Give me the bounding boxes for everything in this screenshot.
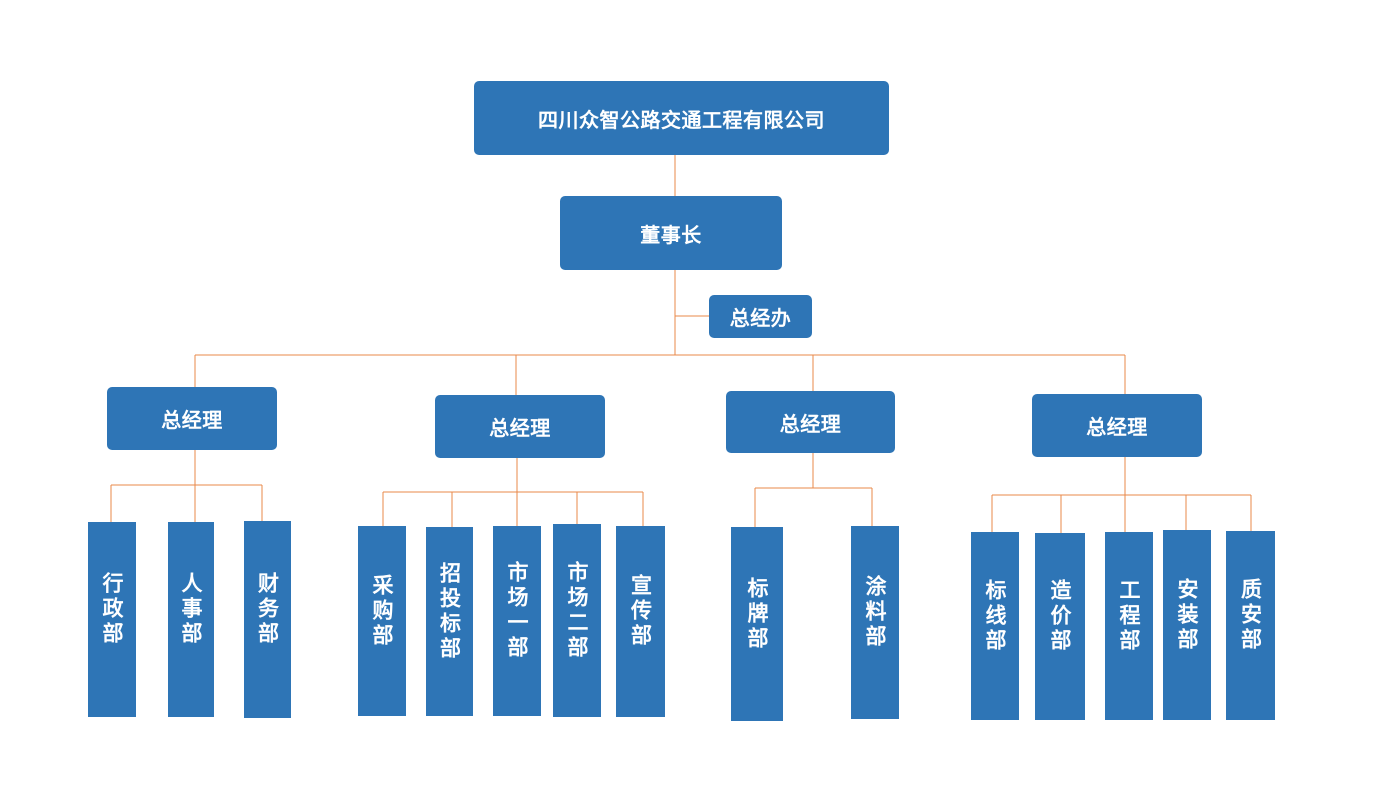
department-label: 采购部 — [370, 573, 394, 649]
department-label: 标线部 — [983, 578, 1007, 654]
chairman-box: 董事长 — [560, 196, 782, 270]
department-label: 人事部 — [179, 572, 203, 647]
department-label: 招投标部 — [437, 561, 462, 662]
manager-box-3: 总经理 — [726, 391, 895, 453]
department-label: 市场二部 — [565, 560, 589, 661]
department-box: 标线部 — [971, 532, 1019, 720]
department-label: 财务部 — [255, 572, 280, 647]
department-box: 安装部 — [1163, 530, 1211, 720]
department-box: 宣传部 — [616, 526, 665, 717]
department-box: 质安部 — [1226, 531, 1275, 720]
department-label: 标牌部 — [745, 576, 769, 652]
department-box: 人事部 — [168, 522, 214, 717]
department-label: 安装部 — [1175, 577, 1199, 653]
company-box: 四川众智公路交通工程有限公司 — [474, 81, 889, 155]
department-box: 工程部 — [1105, 532, 1153, 720]
department-box: 市场二部 — [553, 524, 601, 717]
office-label: 总经办 — [729, 306, 792, 330]
manager-label: 总经理 — [161, 408, 223, 432]
department-box: 财务部 — [244, 521, 291, 718]
department-label: 行政部 — [100, 572, 124, 647]
manager-label: 总经理 — [1086, 415, 1148, 439]
manager-box-4: 总经理 — [1032, 394, 1202, 457]
department-box: 采购部 — [358, 526, 406, 716]
department-box: 涂料部 — [851, 526, 899, 719]
department-label: 造价部 — [1048, 579, 1072, 654]
chairman-label: 董事长 — [640, 222, 702, 247]
department-label: 宣传部 — [628, 574, 653, 649]
department-box: 造价部 — [1035, 533, 1085, 720]
manager-box-1: 总经理 — [107, 387, 277, 450]
company-name: 四川众智公路交通工程有限公司 — [538, 107, 825, 132]
department-label: 质安部 — [1238, 578, 1263, 653]
department-box: 市场一部 — [493, 526, 541, 716]
department-box: 标牌部 — [731, 527, 783, 721]
department-label: 涂料部 — [863, 575, 887, 650]
department-box: 行政部 — [88, 522, 136, 717]
department-label: 工程部 — [1117, 578, 1141, 654]
manager-label: 总经理 — [779, 411, 842, 436]
department-label: 市场一部 — [505, 561, 529, 661]
manager-label: 总经理 — [489, 416, 551, 440]
office-box: 总经办 — [709, 295, 812, 338]
manager-box-2: 总经理 — [435, 395, 605, 458]
department-box: 招投标部 — [426, 527, 473, 716]
